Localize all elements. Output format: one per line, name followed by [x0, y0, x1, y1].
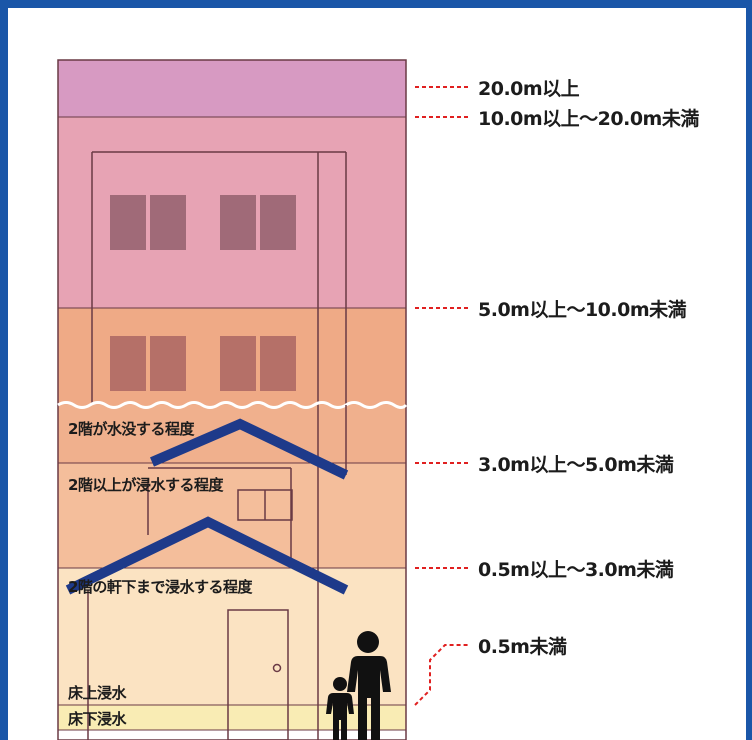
level-label-5m-10m: 5.0m以上〜10.0m未満 [478, 299, 687, 321]
band-below-0.5m [58, 705, 406, 730]
apartment-building [91, 151, 347, 405]
lower-roof [65, 516, 349, 595]
door-knob [272, 663, 282, 673]
band-20m-plus [58, 60, 406, 117]
child-silhouette [326, 677, 354, 740]
wavy-break-line [57, 401, 408, 409]
desc-below-floor-flooding: 床下浸水 [68, 710, 127, 728]
upper-windows [110, 195, 296, 250]
level-label-3m-5m: 3.0m以上〜5.0m未満 [478, 454, 674, 476]
desc-above-second-floor-flooded: 2階以上が浸水する程度 [68, 476, 223, 494]
band-3m-5m [58, 463, 406, 568]
desc-second-floor-submerged: 2階が水没する程度 [68, 420, 194, 438]
upper-roof [150, 418, 349, 480]
door [227, 609, 289, 740]
level-label-0.5m-3m: 0.5m以上〜3.0m未満 [478, 559, 674, 581]
adult-silhouette [347, 631, 391, 740]
leader-lines [414, 86, 470, 706]
band-5m-10m-lower [58, 405, 406, 463]
lower-windows [110, 336, 296, 391]
band-0.5m-3m [58, 568, 406, 705]
level-label-10m-20m: 10.0m以上〜20.0m未満 [478, 108, 699, 130]
level-label-below-0.5m: 0.5m未満 [478, 636, 567, 658]
building-outline [57, 59, 407, 740]
level-label-20m-plus: 20.0m以上 [478, 78, 580, 100]
desc-above-floor-flooding: 床上浸水 [68, 684, 127, 702]
desc-up-to-second-floor-eaves: 2階の軒下まで浸水する程度 [68, 578, 252, 596]
